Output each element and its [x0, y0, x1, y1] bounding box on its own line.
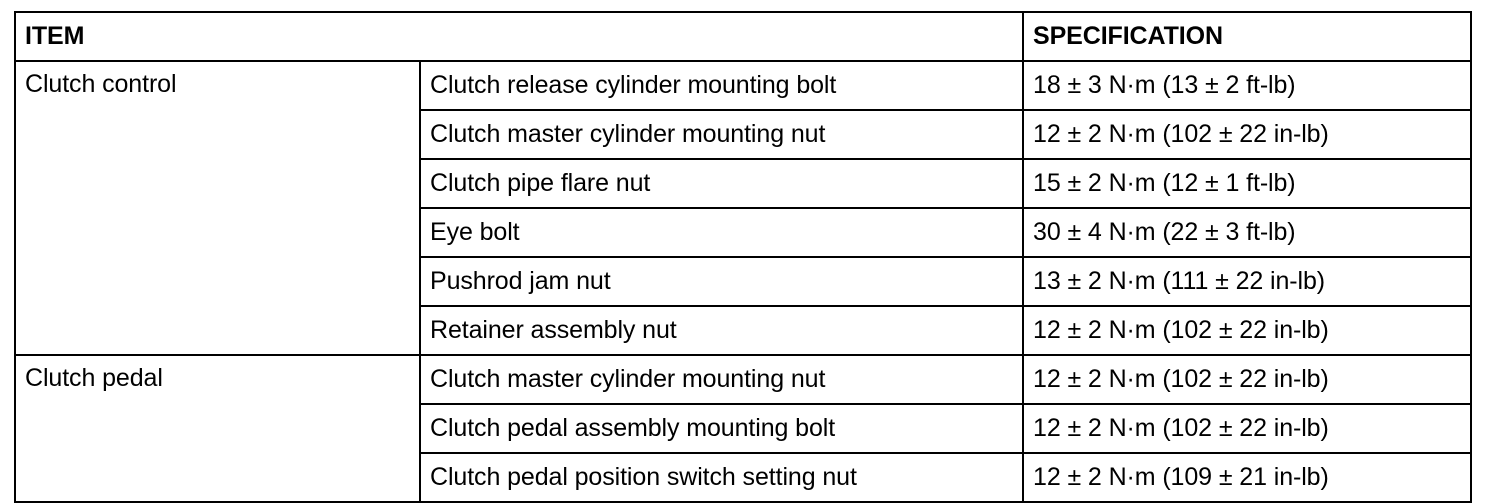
item-name: Clutch pipe flare nut	[418, 158, 1025, 209]
item-specification: 13 ± 2 N·m (111 ± 22 in-lb)	[1022, 256, 1473, 307]
table-row: Clutch pedal Clutch master cylinder moun…	[14, 354, 1473, 503]
item-specification: 12 ± 2 N·m (102 ± 22 in-lb)	[1022, 403, 1473, 454]
table-row: Clutch pedal assembly mounting bolt 12 ±…	[15, 403, 1473, 454]
column-header-specification: SPECIFICATION	[1022, 11, 1473, 62]
table-row: Pushrod jam nut 13 ± 2 N·m (111 ± 22 in-…	[15, 256, 1473, 307]
item-name: Clutch release cylinder mounting bolt	[418, 60, 1025, 111]
item-specification: 12 ± 2 N·m (102 ± 22 in-lb)	[1022, 354, 1473, 405]
table-row: Retainer assembly nut 12 ± 2 N·m (102 ± …	[15, 305, 1473, 356]
table-row: Clutch control Clutch release cylinder m…	[14, 60, 1473, 356]
group-label-clutch-pedal: Clutch pedal	[14, 354, 421, 503]
item-name: Clutch pedal assembly mounting bolt	[418, 403, 1025, 454]
item-name: Clutch master cylinder mounting nut	[418, 354, 1025, 405]
item-name: Retainer assembly nut	[418, 305, 1025, 356]
item-specification: 12 ± 2 N·m (102 ± 22 in-lb)	[1022, 305, 1473, 356]
item-name: Eye bolt	[418, 207, 1025, 258]
item-name: Clutch master cylinder mounting nut	[418, 109, 1025, 160]
item-specification: 12 ± 2 N·m (102 ± 22 in-lb)	[1022, 109, 1473, 160]
table-body: Clutch control Clutch release cylinder m…	[14, 60, 1473, 503]
item-specification: 12 ± 2 N·m (109 ± 21 in-lb)	[1022, 452, 1473, 503]
specification-sheet: ITEM SPECIFICATION Clutch control Clutch…	[13, 11, 1473, 503]
group-label-clutch-control: Clutch control	[14, 60, 421, 356]
item-specification: 15 ± 2 N·m (12 ± 1 ft-lb)	[1022, 158, 1473, 209]
header-row: ITEM SPECIFICATION	[13, 11, 1473, 62]
column-header-item: ITEM	[13, 11, 1025, 62]
item-name: Clutch pedal position switch setting nut	[418, 452, 1025, 503]
torque-specification-table: ITEM SPECIFICATION Clutch control Clutch…	[13, 11, 1473, 503]
table-row: Eye bolt 30 ± 4 N·m (22 ± 3 ft-lb)	[15, 207, 1473, 258]
item-specification: 18 ± 3 N·m (13 ± 2 ft-lb)	[1022, 60, 1473, 111]
table-row: Clutch pipe flare nut 15 ± 2 N·m (12 ± 1…	[15, 158, 1473, 209]
table-header: ITEM SPECIFICATION	[13, 11, 1473, 62]
item-specification: 30 ± 4 N·m (22 ± 3 ft-lb)	[1022, 207, 1473, 258]
table-row: Clutch master cylinder mounting nut 12 ±…	[15, 109, 1473, 160]
item-name: Pushrod jam nut	[418, 256, 1025, 307]
